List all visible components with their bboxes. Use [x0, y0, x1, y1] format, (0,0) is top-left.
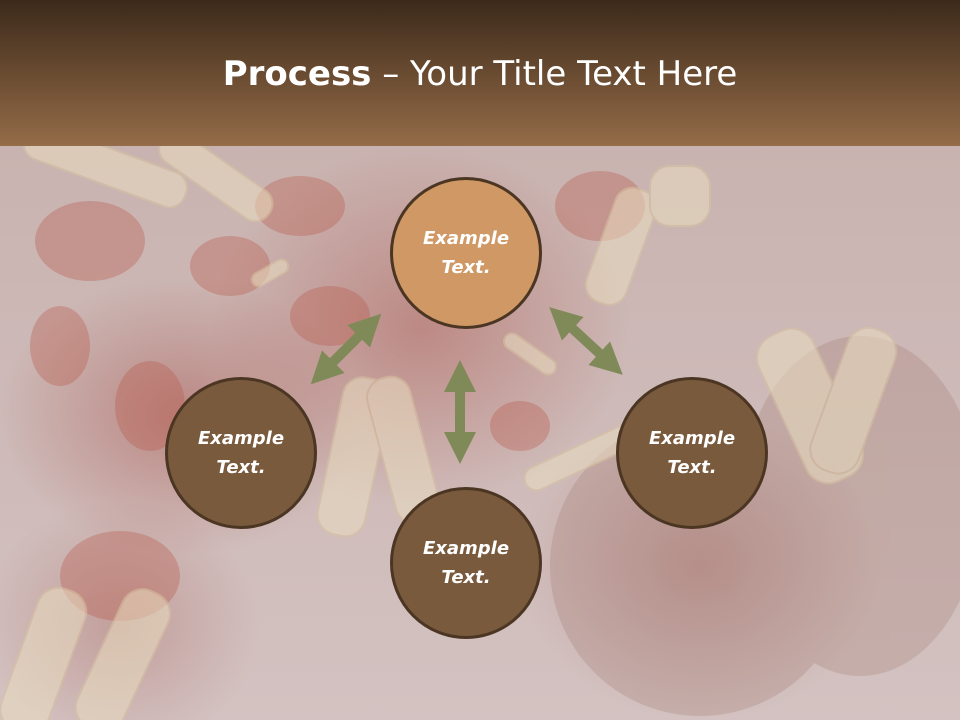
process-node-right: Example Text.: [616, 377, 768, 529]
process-node-left: Example Text.: [165, 377, 317, 529]
process-node-bottom-label: Example Text.: [422, 538, 510, 588]
title-rest: – Your Title Text Here: [371, 54, 738, 94]
process-node-top-label: Example Text.: [422, 228, 510, 278]
title-bold: Process: [222, 54, 372, 94]
process-node-top: Example Text.: [390, 177, 542, 329]
process-node-bottom: Example Text.: [390, 487, 542, 639]
process-node-left-label: Example Text.: [197, 428, 285, 478]
arrow-top-right: [549, 307, 623, 375]
arrow-top-left: [310, 313, 382, 385]
microscopic-background-art: [0, 146, 960, 720]
title-bar: Process – Your Title Text Here: [0, 0, 960, 146]
process-node-right-label: Example Text.: [648, 428, 736, 478]
slide-title: Process – Your Title Text Here: [0, 52, 960, 96]
